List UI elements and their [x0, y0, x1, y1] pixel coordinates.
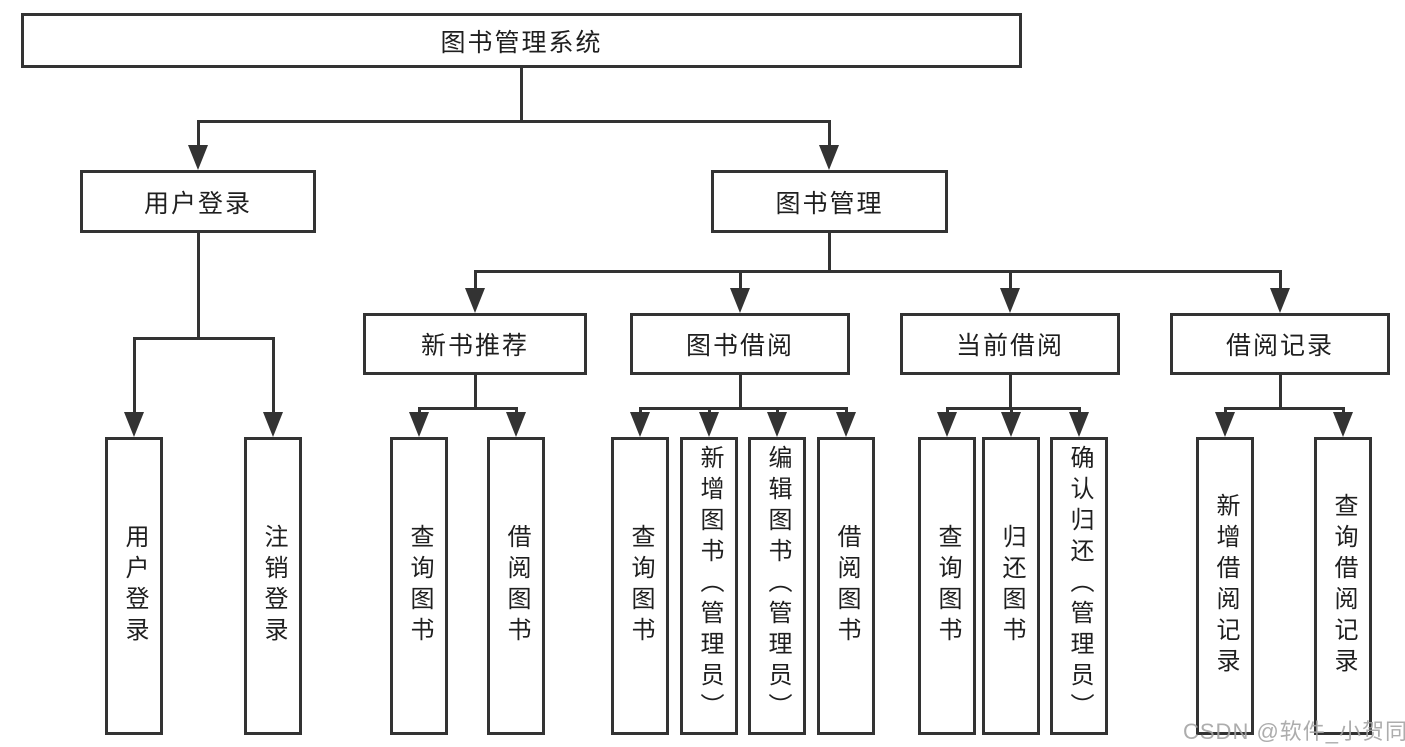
- node-root: 图书管理系统: [21, 13, 1022, 68]
- connector-line: [474, 270, 477, 291]
- arrowhead-down-icon: [465, 288, 485, 313]
- connector-line: [1078, 407, 1081, 415]
- connector-line: [1342, 407, 1345, 415]
- node-book-mgmt-label: 图书管理: [775, 189, 884, 218]
- connector-line: [1224, 407, 1344, 410]
- watermark: CSDN @软件_小贺同学: [1183, 719, 1405, 744]
- node-current-borrow-label: 当前借阅: [955, 332, 1064, 360]
- arrowhead-down-icon: [767, 412, 787, 437]
- leaf-current-confirm-admin-label: 确认归还（管理员）: [1066, 445, 1093, 724]
- arrowhead-down-icon: [506, 412, 526, 437]
- connector-line: [828, 233, 831, 270]
- leaf-current-query: 查询图书: [918, 437, 976, 735]
- arrowhead-down-icon: [730, 288, 750, 313]
- connector-line: [845, 407, 848, 415]
- leaf-borrow-book: 借阅图书: [817, 437, 875, 735]
- connector-line: [1009, 375, 1012, 407]
- connector-line: [946, 407, 1080, 410]
- leaf-newbooks-borrow-label: 借阅图书: [503, 524, 530, 648]
- arrowhead-down-icon: [699, 412, 719, 437]
- connector-line: [133, 337, 136, 415]
- leaf-records-add-label: 新增借阅记录: [1212, 493, 1239, 679]
- node-borrow-records: 借阅记录: [1170, 313, 1390, 375]
- leaf-logout: 注销登录: [244, 437, 302, 735]
- arrowhead-down-icon: [1000, 288, 1020, 313]
- arrowhead-down-icon: [263, 412, 283, 437]
- leaf-current-return: 归还图书: [982, 437, 1040, 735]
- connector-line: [418, 407, 518, 410]
- connector-line: [197, 233, 200, 337]
- connector-line: [474, 270, 1282, 273]
- arrowhead-down-icon: [1069, 412, 1089, 437]
- leaf-user-login: 用户登录: [105, 437, 163, 735]
- node-current-borrow: 当前借阅: [900, 313, 1120, 375]
- leaf-borrow-book-label: 借阅图书: [833, 524, 860, 648]
- leaf-records-query: 查询借阅记录: [1314, 437, 1372, 735]
- connector-line: [520, 68, 523, 120]
- arrowhead-down-icon: [1333, 412, 1353, 437]
- connector-line: [639, 407, 847, 410]
- connector-line: [639, 407, 642, 415]
- leaf-borrow-edit-admin-label: 编辑图书（管理员）: [764, 445, 791, 724]
- connector-line: [1010, 407, 1013, 415]
- connector-line: [515, 407, 518, 415]
- connector-line: [946, 407, 949, 415]
- arrowhead-down-icon: [836, 412, 856, 437]
- leaf-logout-label: 注销登录: [260, 524, 287, 648]
- connector-line: [1009, 270, 1012, 291]
- node-book-borrow: 图书借阅: [630, 313, 850, 375]
- leaf-borrow-query-label: 查询图书: [627, 524, 654, 648]
- node-book-borrow-label: 图书借阅: [685, 332, 794, 360]
- connector-line: [133, 337, 275, 340]
- arrowhead-down-icon: [409, 412, 429, 437]
- node-book-mgmt: 图书管理: [711, 170, 948, 233]
- node-new-books-label: 新书推荐: [420, 332, 529, 360]
- node-user-login: 用户登录: [80, 170, 316, 233]
- leaf-borrow-query: 查询图书: [611, 437, 669, 735]
- leaf-borrow-edit-admin: 编辑图书（管理员）: [748, 437, 806, 735]
- arrowhead-down-icon: [124, 412, 144, 437]
- leaf-current-query-label: 查询图书: [934, 524, 961, 648]
- leaf-newbooks-query-label: 查询图书: [406, 524, 433, 648]
- leaf-current-confirm-admin: 确认归还（管理员）: [1050, 437, 1108, 735]
- leaf-borrow-add-admin: 新增图书（管理员）: [680, 437, 738, 735]
- connector-line: [828, 120, 831, 152]
- node-new-books: 新书推荐: [363, 313, 587, 375]
- connector-line: [776, 407, 779, 415]
- leaf-newbooks-borrow: 借阅图书: [487, 437, 545, 735]
- leaf-records-add: 新增借阅记录: [1196, 437, 1254, 735]
- arrowhead-down-icon: [1270, 288, 1290, 313]
- connector-line: [708, 407, 711, 415]
- arrowhead-down-icon: [1215, 412, 1235, 437]
- connector-line: [739, 375, 742, 407]
- leaf-user-login-label: 用户登录: [121, 524, 148, 648]
- leaf-current-return-label: 归还图书: [998, 524, 1025, 648]
- node-user-login-label: 用户登录: [143, 189, 252, 218]
- connector-line: [197, 120, 831, 123]
- arrowhead-down-icon: [819, 145, 839, 170]
- connector-line: [197, 120, 200, 152]
- arrowhead-down-icon: [937, 412, 957, 437]
- leaf-newbooks-query: 查询图书: [390, 437, 448, 735]
- connector-line: [1224, 407, 1227, 415]
- connector-line: [272, 337, 275, 415]
- leaf-records-query-label: 查询借阅记录: [1330, 493, 1357, 679]
- arrowhead-down-icon: [630, 412, 650, 437]
- connector-line: [1279, 375, 1282, 407]
- arrowhead-down-icon: [1001, 412, 1021, 437]
- leaf-borrow-add-admin-label: 新增图书（管理员）: [696, 445, 723, 724]
- connector-line: [474, 375, 477, 407]
- connector-line: [1279, 270, 1282, 291]
- node-root-label: 图书管理系统: [440, 28, 603, 57]
- connector-line: [418, 407, 421, 415]
- connector-line: [739, 270, 742, 291]
- node-borrow-records-label: 借阅记录: [1225, 332, 1334, 360]
- arrowhead-down-icon: [188, 145, 208, 170]
